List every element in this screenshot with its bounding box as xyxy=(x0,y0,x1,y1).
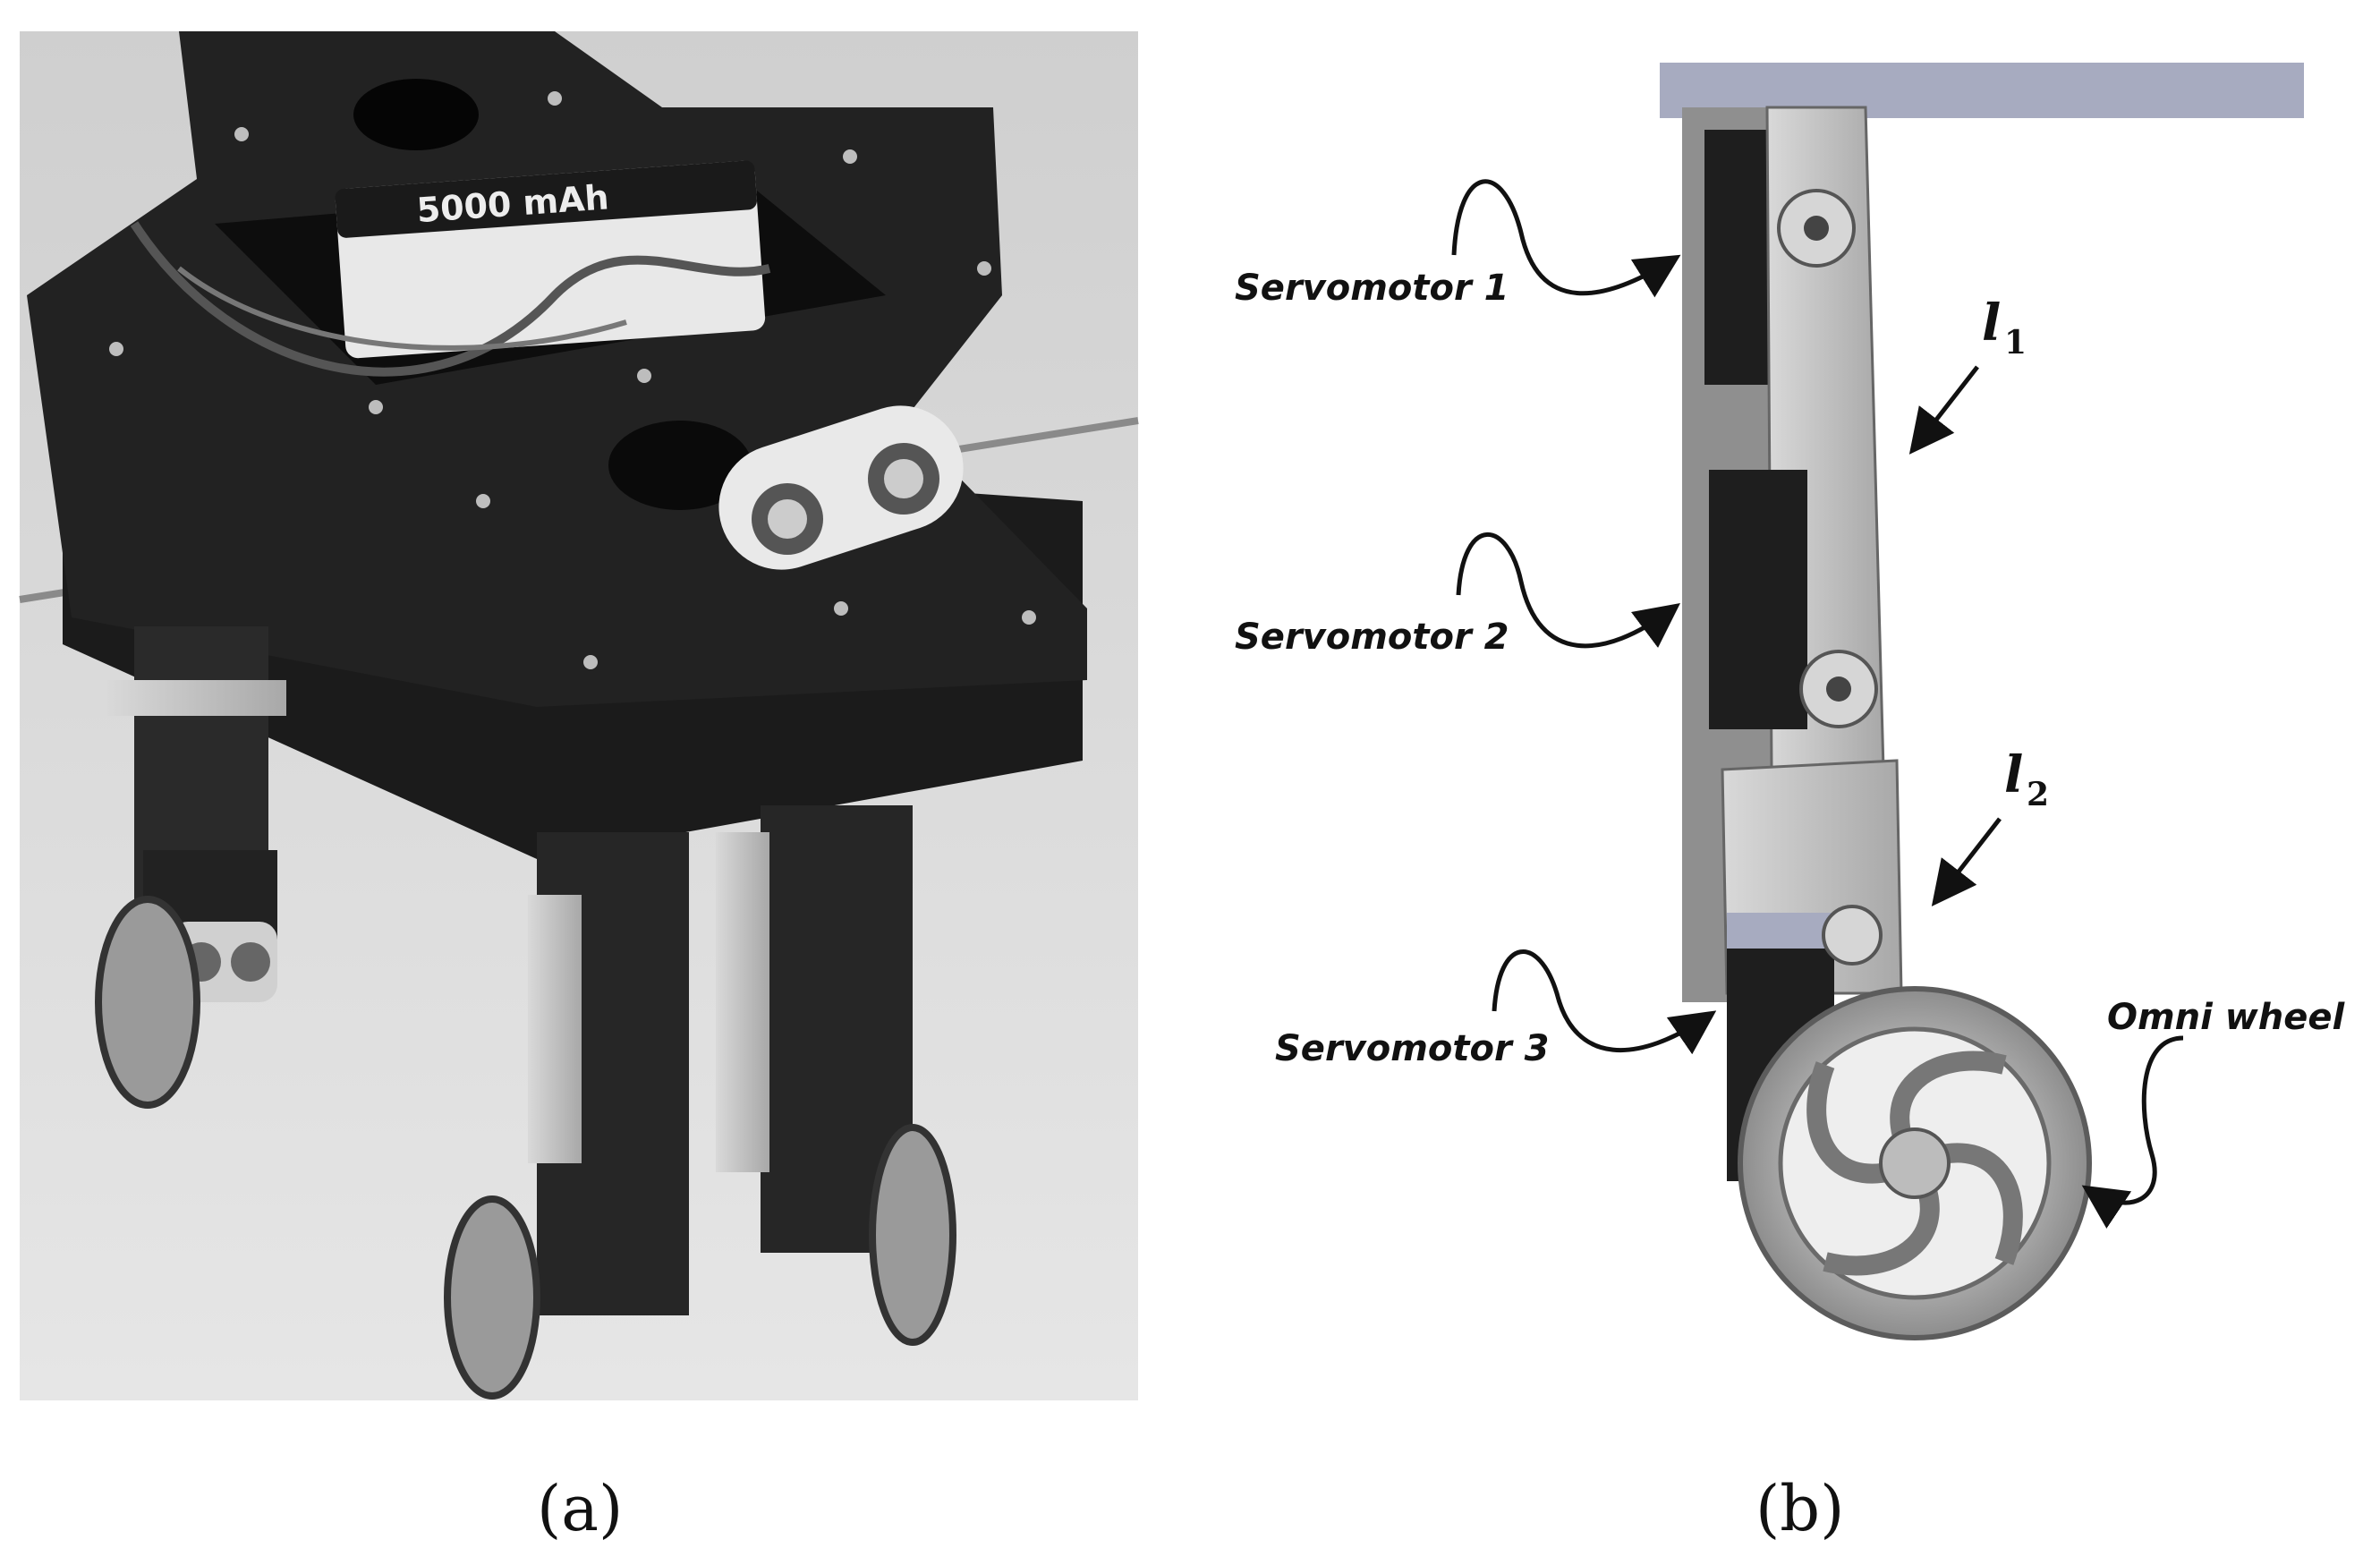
panel-b-cad xyxy=(1660,63,2304,1340)
l1-label: l xyxy=(1982,294,2001,353)
omni-wheel-label: Omni wheel xyxy=(2107,997,2345,1038)
panel-a-photo: 5000 mAh xyxy=(19,31,1139,1400)
servomotor-2-label: Servomotor 2 xyxy=(1235,617,1509,658)
top-plate-hole xyxy=(353,79,479,150)
servo3-horn xyxy=(1822,905,1883,966)
servo1-callout-arrow xyxy=(1451,179,1681,298)
l2-label: l xyxy=(2004,745,2023,804)
l2-arrow xyxy=(1931,817,2002,906)
l1-arrow xyxy=(1908,365,1979,455)
omni-callout-arrow xyxy=(2081,1035,2184,1229)
l2-subscript: 2 xyxy=(2027,776,2049,813)
sensor-hole xyxy=(608,421,752,510)
plate-screws xyxy=(109,91,1036,669)
ultrasonic-sensor-front xyxy=(718,405,964,570)
l1-subscript: 1 xyxy=(2004,324,2027,362)
omni-wheel-cad xyxy=(1738,986,2092,1340)
servomotor-1-label: Servomotor 1 xyxy=(1235,268,1509,309)
battery-pack: 5000 mAh xyxy=(335,160,766,359)
panel-a-label: (a) xyxy=(537,1472,623,1545)
wiring xyxy=(130,221,771,377)
servo2-callout-arrow xyxy=(1456,532,1681,649)
servo3-callout-arrow xyxy=(1492,949,1717,1055)
servomotor-3-label: Servomotor 3 xyxy=(1275,1028,1549,1069)
panel-b-label: (b) xyxy=(1755,1472,1844,1545)
servomotor-2-body xyxy=(1709,470,1807,729)
omni-wheels-photo xyxy=(95,896,956,1400)
